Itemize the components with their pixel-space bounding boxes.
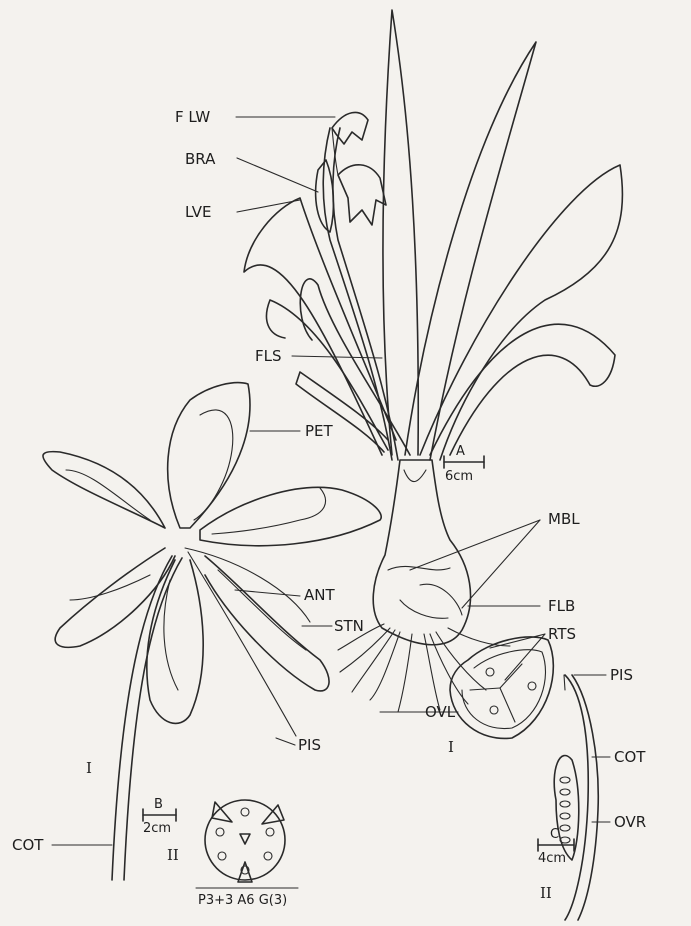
scale-b-value: 2cm	[143, 821, 171, 836]
label-flb: FLB	[548, 597, 575, 615]
label-fls: FLS	[255, 347, 282, 365]
label-cot-ovary: COT	[614, 748, 646, 766]
scale-c-letter: C	[550, 827, 559, 842]
ovary-long-section	[554, 675, 598, 920]
open-flower	[43, 383, 381, 880]
scale-c-value: 4cm	[538, 851, 566, 866]
labels: F LW BRA LVE FLS PET ANT STN PIS COT MBL…	[12, 108, 646, 854]
label-ovr: OVR	[614, 813, 646, 831]
leaf-cluster	[244, 10, 622, 460]
label-pis-ovary: PIS	[610, 666, 633, 684]
label-rts: RTS	[548, 625, 576, 643]
label-pet: PET	[305, 422, 334, 440]
label-ant: ANT	[304, 586, 335, 604]
roman-labels: I II I II	[86, 738, 552, 902]
label-ovl: OVL	[425, 703, 456, 721]
roman-ovary-ii: II	[540, 884, 552, 902]
roman-flower-i: I	[86, 759, 92, 777]
scale-b-letter: B	[154, 797, 163, 812]
label-cot-flower: COT	[12, 836, 44, 854]
roman-diagram-ii: II	[167, 846, 179, 864]
label-pis-flower: PIS	[298, 736, 321, 754]
scale-a-value: 6cm	[445, 469, 473, 484]
label-mbl: MBL	[548, 510, 580, 528]
scale-labels: A 6cm B 2cm C 4cm	[143, 444, 566, 866]
roots	[338, 624, 510, 712]
floral-diagram	[205, 800, 285, 882]
label-lve: LVE	[185, 203, 211, 221]
label-bra: BRA	[185, 150, 216, 168]
scale-a-letter: A	[456, 444, 465, 459]
label-flw: F LW	[175, 108, 210, 126]
ovary-cross-section	[450, 637, 553, 739]
label-stn: STN	[334, 617, 364, 635]
floral-formula: P3+3 A6 G(3)	[198, 893, 287, 908]
roman-section-i: I	[448, 738, 454, 756]
